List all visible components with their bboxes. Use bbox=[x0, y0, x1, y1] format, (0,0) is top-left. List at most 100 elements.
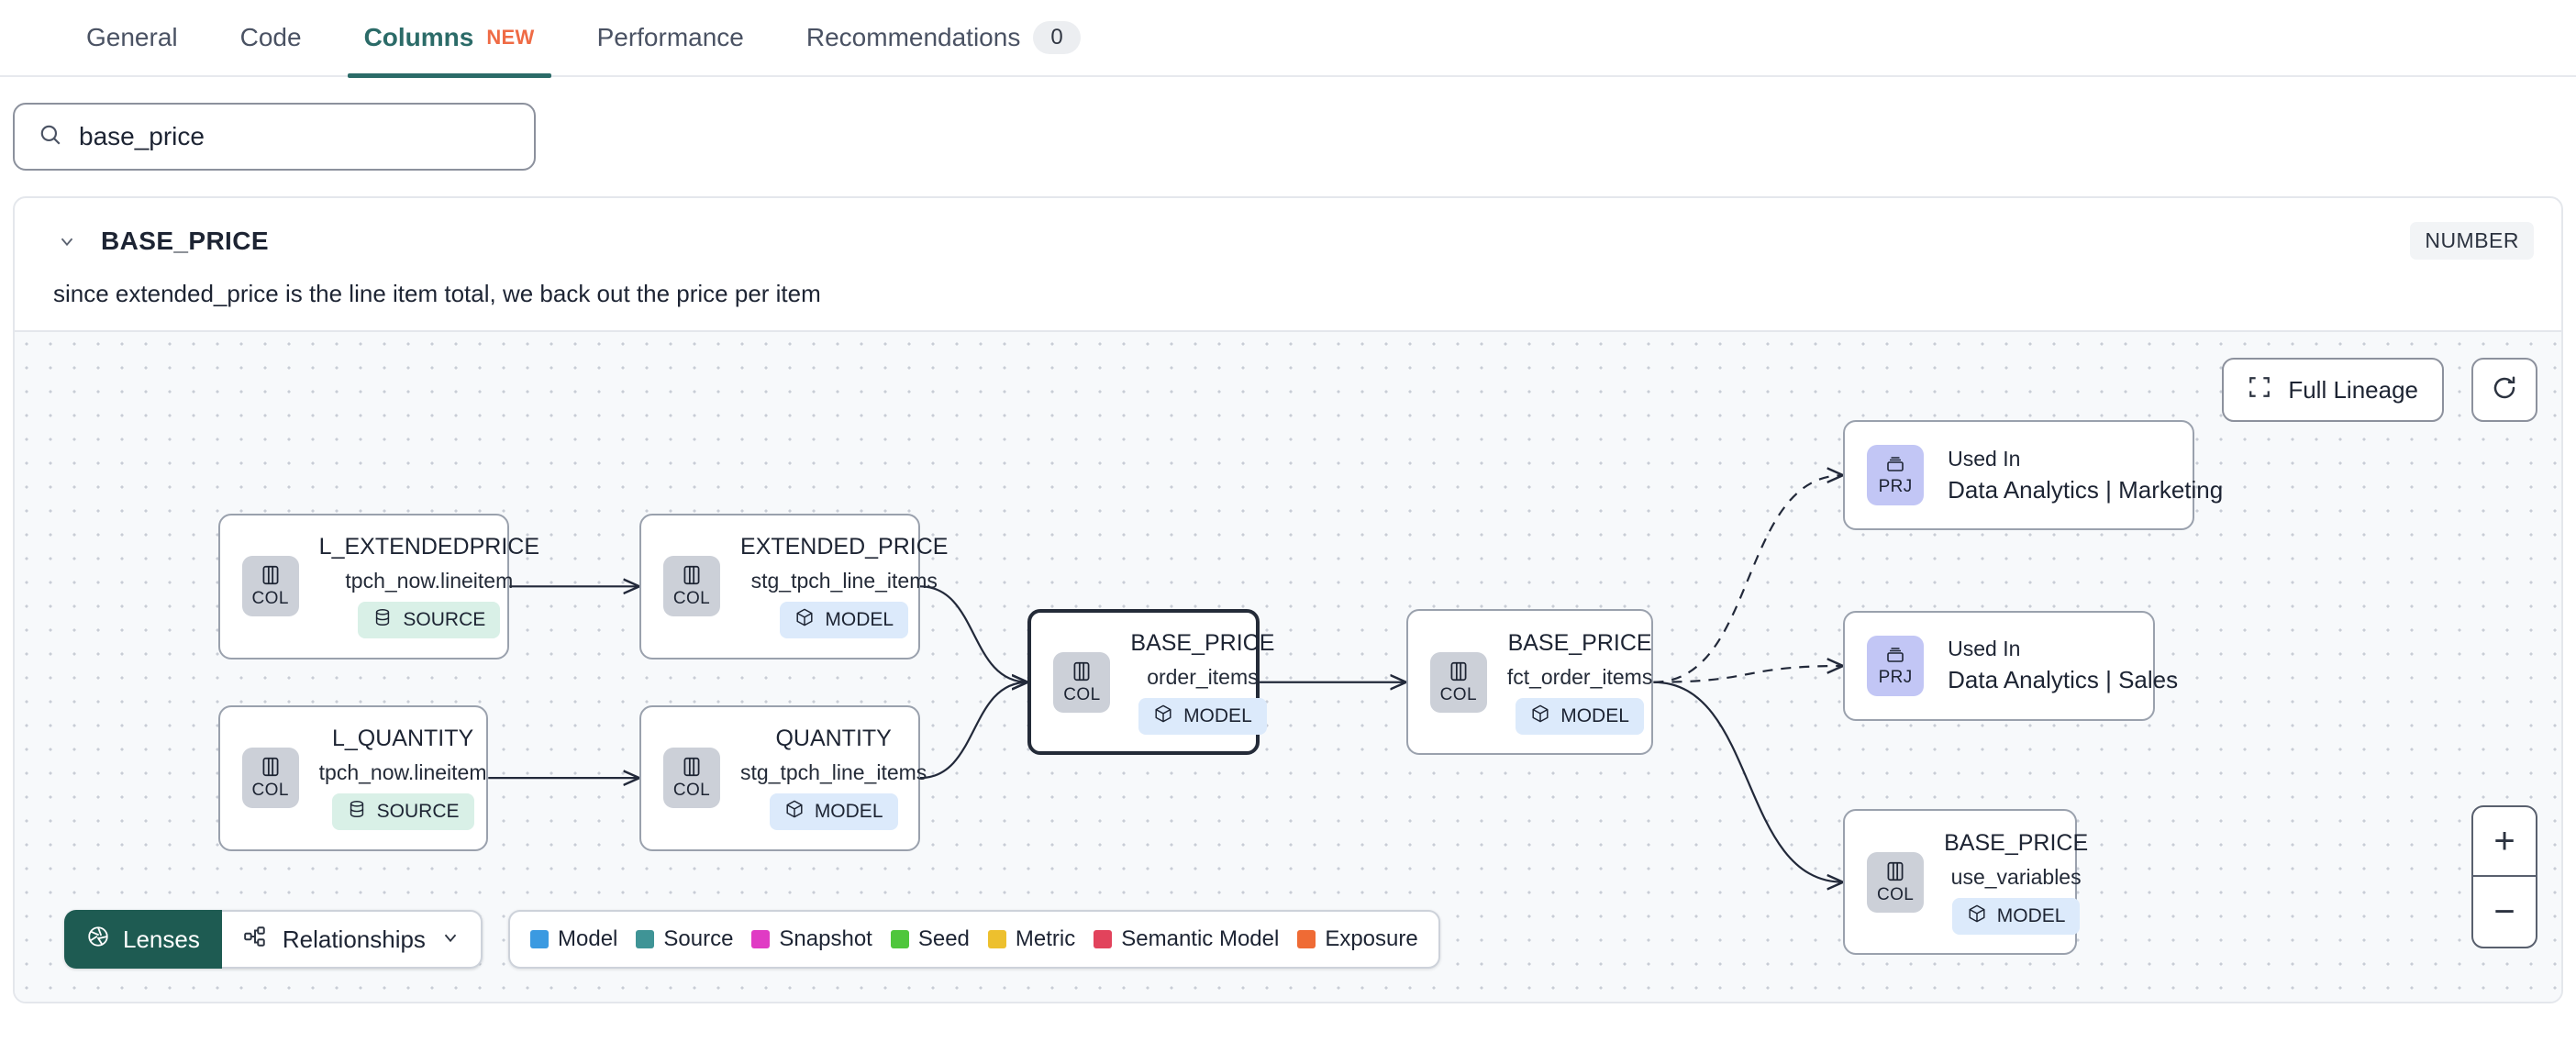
column-icon: COL bbox=[241, 556, 299, 617]
node-type-tag-label: MODEL bbox=[1996, 904, 2066, 926]
node-used-in-label: Used In bbox=[1948, 637, 2021, 661]
node-title: L_EXTENDEDPRICE bbox=[318, 534, 540, 560]
node-used-in-label: Used In bbox=[1948, 446, 2021, 471]
cube-icon bbox=[794, 607, 815, 633]
search-input[interactable] bbox=[79, 122, 510, 151]
search-icon bbox=[39, 123, 62, 151]
lineage-edge bbox=[1653, 475, 1843, 682]
cube-icon bbox=[1530, 704, 1550, 729]
node-badge-label: PRJ bbox=[1878, 667, 1913, 687]
node-type-tag-label: SOURCE bbox=[403, 609, 486, 631]
column-name: BASE_PRICE bbox=[101, 226, 269, 255]
cube-icon bbox=[1153, 704, 1173, 729]
tab-code[interactable]: Code bbox=[209, 0, 333, 76]
chevron-down-icon[interactable] bbox=[53, 231, 81, 251]
zoom-in-button[interactable]: + bbox=[2473, 807, 2536, 877]
refresh-button[interactable] bbox=[2471, 358, 2537, 422]
legend-label: Exposure bbox=[1325, 926, 1418, 951]
node-type-tag: SOURCE bbox=[331, 793, 474, 831]
lineage-edge bbox=[1653, 682, 1843, 882]
node-badge-label: PRJ bbox=[1878, 477, 1913, 497]
relationships-dropdown[interactable]: Relationships bbox=[221, 910, 483, 969]
lenses-label: Lenses bbox=[123, 925, 200, 953]
node-type-tag: MODEL bbox=[1951, 897, 2081, 935]
tab-general[interactable]: General bbox=[55, 0, 209, 76]
legend-label: Seed bbox=[917, 926, 970, 951]
node-type-legend: Model Source Snapshot Seed Metric Semantic Mo… bbox=[508, 910, 1440, 969]
zoom-out-button[interactable]: − bbox=[2493, 891, 2515, 932]
lineage-edge bbox=[1653, 666, 1843, 682]
node-type-tag: SOURCE bbox=[358, 602, 501, 639]
node-type-tag: MODEL bbox=[769, 793, 898, 831]
node-type-tag: MODEL bbox=[1516, 697, 1644, 735]
legend-item: Source bbox=[636, 926, 733, 952]
node-type-tag-label: MODEL bbox=[825, 609, 894, 631]
node-subtitle: fct_order_items bbox=[1506, 664, 1653, 689]
node-type-tag-label: MODEL bbox=[814, 801, 883, 823]
node-subtitle: order_items bbox=[1147, 664, 1259, 689]
expand-icon bbox=[2248, 375, 2271, 405]
database-icon bbox=[372, 607, 393, 633]
database-icon bbox=[347, 799, 367, 825]
lenses-button[interactable]: Lenses bbox=[64, 910, 222, 969]
node-type-tag-label: MODEL bbox=[1183, 704, 1252, 726]
column-type-badge: NUMBER bbox=[2410, 222, 2534, 260]
node-subtitle: tpch_now.lineitem bbox=[318, 760, 487, 785]
legend-item: Model bbox=[530, 926, 617, 952]
full-lineage-label: Full Lineage bbox=[2288, 375, 2418, 404]
search-box[interactable] bbox=[13, 103, 536, 171]
node-type-tag: MODEL bbox=[1138, 697, 1267, 735]
legend-label: Source bbox=[663, 926, 734, 951]
column-icon: COL bbox=[1053, 651, 1111, 713]
project-icon: PRJ bbox=[1867, 635, 1925, 696]
tab-performance[interactable]: Performance bbox=[566, 0, 775, 76]
relationships-label: Relationships bbox=[282, 925, 426, 953]
legend-item: Semantic Model bbox=[1094, 926, 1279, 952]
legend-label: Model bbox=[558, 926, 618, 951]
full-lineage-button[interactable]: Full Lineage bbox=[2222, 358, 2444, 422]
node-subtitle: use_variables bbox=[1950, 864, 2082, 889]
node-subtitle: stg_tpch_line_items bbox=[750, 569, 938, 593]
column-card: BASE_PRICE NUMBER since extended_price i… bbox=[13, 196, 2563, 1003]
refresh-icon bbox=[2491, 374, 2518, 406]
node-badge-label: COL bbox=[251, 589, 289, 609]
node-title: BASE_PRICE bbox=[1130, 629, 1275, 656]
legend-swatch bbox=[1094, 930, 1113, 948]
column-icon: COL bbox=[663, 556, 721, 617]
column-description: since extended_price is the line item to… bbox=[53, 280, 821, 307]
node-badge-label: COL bbox=[251, 781, 289, 801]
node-badge-label: COL bbox=[1439, 684, 1477, 704]
legend-item: Metric bbox=[987, 926, 1075, 952]
lens-icon bbox=[86, 925, 110, 955]
cube-icon bbox=[1967, 903, 1987, 929]
node-badge-label: COL bbox=[1876, 884, 1915, 904]
legend-item: Seed bbox=[890, 926, 970, 952]
column-icon: COL bbox=[663, 748, 721, 809]
legend-swatch bbox=[636, 930, 655, 948]
legend-swatch bbox=[890, 930, 909, 948]
node-title: BASE_PRICE bbox=[1507, 629, 1652, 656]
column-icon: COL bbox=[241, 748, 299, 809]
column-icon: COL bbox=[1429, 651, 1487, 713]
legend-item: Snapshot bbox=[751, 926, 872, 952]
